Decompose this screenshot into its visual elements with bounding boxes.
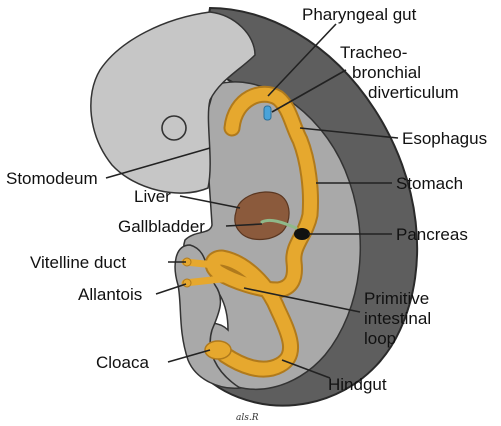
gut-tube bbox=[206, 87, 317, 376]
leader-lines bbox=[105, 23, 399, 379]
leader-cloaca bbox=[167, 349, 211, 363]
allantois-stub bbox=[181, 274, 234, 287]
gallbladder bbox=[260, 218, 298, 230]
label-cloaca: Cloaca bbox=[96, 353, 149, 372]
artist-signature: als.R bbox=[236, 413, 259, 423]
leader-pharyngeal-gut bbox=[267, 23, 337, 97]
leader-stomodeum bbox=[105, 147, 211, 179]
label-tracheo-line2: bronchial bbox=[352, 63, 421, 82]
label-primitive-line3: loop bbox=[364, 329, 396, 348]
label-stomach: Stomach bbox=[396, 174, 463, 193]
leader-hindgut bbox=[281, 359, 331, 379]
leader-allantois bbox=[155, 283, 187, 295]
allantois-opening bbox=[182, 278, 192, 288]
label-stomodeum: Stomodeum bbox=[6, 169, 98, 188]
leader-liver bbox=[179, 195, 241, 209]
label-pancreas: Pancreas bbox=[396, 225, 468, 244]
leader-tracheo bbox=[271, 69, 347, 113]
leader-primitive-intestinal-loop bbox=[243, 287, 361, 313]
label-vitelline-duct: Vitelline duct bbox=[30, 253, 126, 272]
eye-circle bbox=[161, 115, 187, 141]
tracheobronchial-diverticulum bbox=[263, 105, 272, 121]
label-allantois: Allantois bbox=[78, 285, 142, 304]
liver bbox=[234, 191, 290, 241]
label-gallbladder: Gallbladder bbox=[118, 217, 205, 236]
cloaca bbox=[204, 340, 232, 360]
leader-esophagus bbox=[299, 127, 399, 139]
label-tracheo-line1: Tracheo- bbox=[340, 43, 407, 62]
labels: Pharyngeal gut Tracheo- bronchial divert… bbox=[6, 5, 487, 423]
pancreas bbox=[294, 228, 310, 240]
embryo-head bbox=[90, 11, 256, 194]
label-primitive-line1: Primitive bbox=[364, 289, 429, 308]
label-esophagus: Esophagus bbox=[402, 129, 487, 148]
label-primitive-line2: intestinal bbox=[364, 309, 431, 328]
label-tracheo-line3: diverticulum bbox=[368, 83, 459, 102]
label-hindgut: Hindgut bbox=[328, 375, 387, 394]
label-liver: Liver bbox=[134, 187, 171, 206]
leader-gallbladder bbox=[225, 223, 263, 227]
label-pharyngeal-gut: Pharyngeal gut bbox=[302, 5, 417, 24]
